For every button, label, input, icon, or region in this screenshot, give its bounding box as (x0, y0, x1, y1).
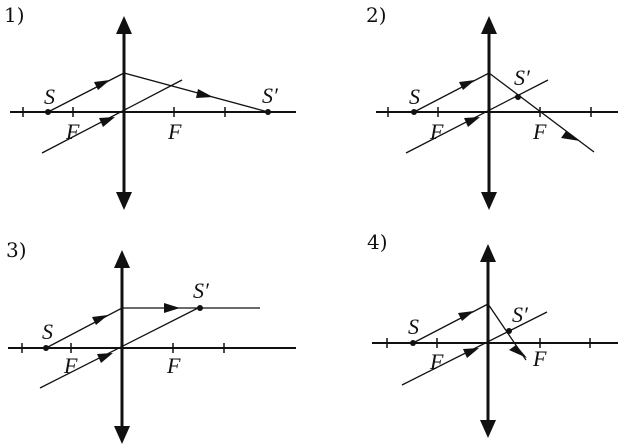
panel-1-image-point (265, 109, 271, 115)
panel-2-ray-from-source (413, 72, 595, 153)
panel-3-focus-left-label: F (63, 353, 78, 378)
panel-1-image-label: S′ (262, 83, 279, 108)
panel-2-ray-arrow-icon (464, 117, 480, 127)
panel-2-lens-bottom-arrow-icon (481, 192, 497, 210)
panel-4-image-point (506, 328, 512, 334)
panel-4-image-label: S′ (512, 302, 529, 327)
panel-2-source-point (411, 109, 417, 115)
panel-3-focus-right-label: F (166, 353, 181, 378)
panel-1-construction-ray (41, 79, 183, 154)
panel-1-ray-from-source (47, 72, 269, 113)
panel-3-image-label: S′ (193, 278, 210, 303)
panel-1: 1) S S′ F F (4, 3, 296, 210)
panel-3-number: 3) (6, 238, 27, 262)
panel-3-ray-arrow-icon (164, 303, 180, 313)
panel-3-ray-from-source (45, 307, 260, 349)
panel-3-source-point (43, 345, 49, 351)
panel-1-number: 1) (4, 3, 25, 27)
panel-1-lens-top-arrow-icon (116, 16, 132, 34)
panel-1-ray-arrow-icon (99, 117, 115, 127)
panel-4-source-label: S (408, 314, 419, 339)
panel-3: 3) S S′ F F (6, 238, 296, 444)
panel-3-source-label: S (42, 319, 53, 344)
panel-1-ray-arrow-icon (94, 80, 110, 90)
panel-3-lens-bottom-arrow-icon (114, 426, 130, 444)
panel-3-image-point (197, 305, 203, 311)
panel-3-construction-ray (39, 306, 201, 389)
panel-1-source-point (45, 109, 51, 115)
panel-4-ray-arrow-icon (509, 345, 527, 358)
panel-4-number: 4) (367, 230, 388, 254)
panel-4-source-point (410, 340, 416, 346)
panel-3-lens-top-arrow-icon (114, 250, 130, 268)
panel-2-number: 2) (366, 3, 387, 27)
panel-4-focus-left-label: F (429, 349, 444, 374)
panel-4: 4) S S′ F F (367, 230, 618, 438)
panel-4-ray-from-source (412, 303, 527, 361)
panel-3-ray-arrow-icon (97, 353, 113, 363)
panel-4-ray-arrow-icon (458, 311, 474, 321)
panel-4-lens-bottom-arrow-icon (480, 420, 496, 438)
panel-2-focus-left-label: F (429, 119, 444, 144)
panel-4-lens-top-arrow-icon (480, 244, 496, 262)
panel-1-lens-bottom-arrow-icon (116, 192, 132, 210)
panel-2: 2) S S′ F F (366, 3, 618, 210)
panel-4-ray-arrow-icon (463, 348, 479, 358)
panel-1-source-label: S (44, 84, 55, 109)
panel-1-focus-right-label: F (167, 119, 182, 144)
panel-2-focus-right-label: F (532, 119, 547, 144)
panel-2-image-point (515, 94, 521, 100)
panel-2-image-label: S′ (514, 65, 531, 90)
panel-2-source-label: S (409, 84, 420, 109)
panel-2-lens-top-arrow-icon (481, 16, 497, 34)
panel-2-ray-arrow-icon (459, 80, 475, 90)
panel-1-ray-arrow-icon (196, 89, 213, 98)
panel-2-ray-arrow-icon (561, 131, 580, 141)
panel-1-focus-left-label: F (65, 119, 80, 144)
panel-4-focus-right-label: F (532, 346, 547, 371)
panel-3-ray-arrow-icon (92, 315, 108, 325)
panel-2-construction-ray (405, 79, 549, 154)
